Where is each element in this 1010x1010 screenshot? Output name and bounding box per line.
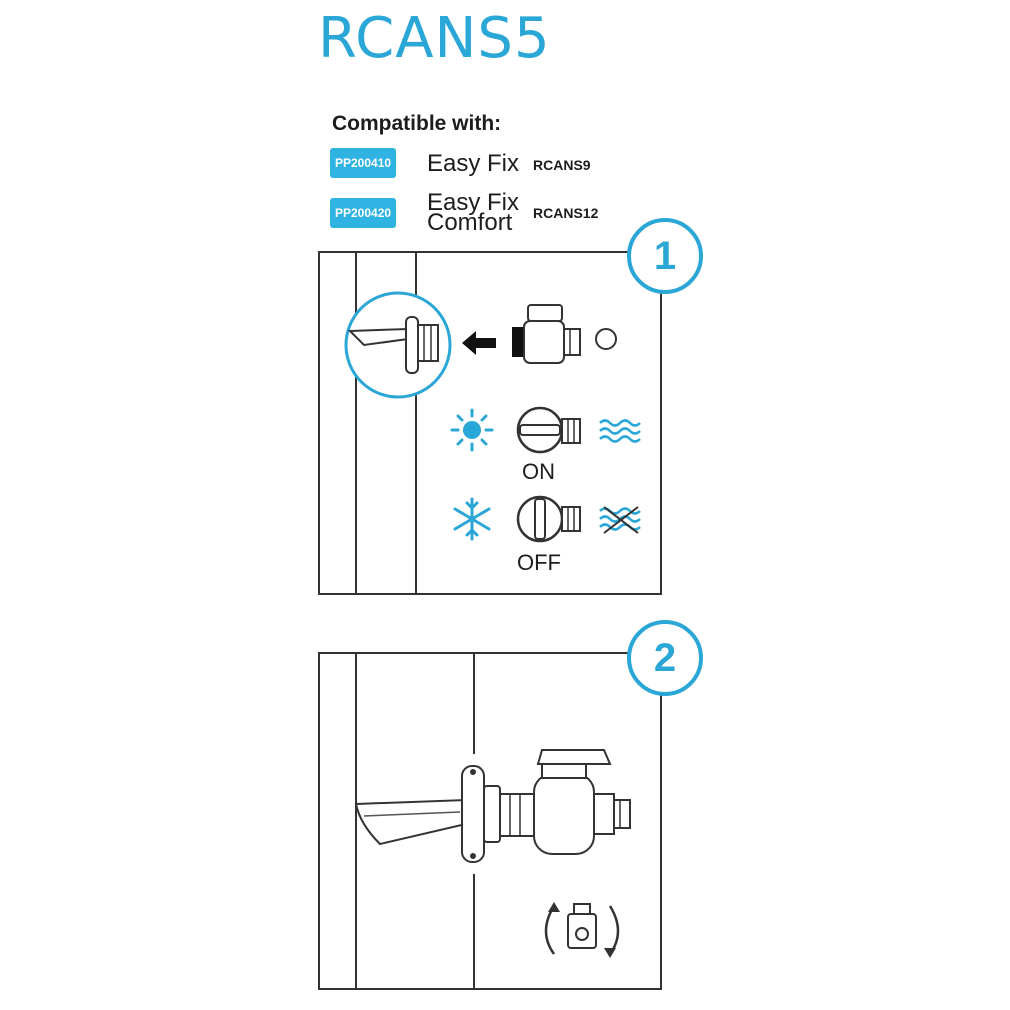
- arrow-left-icon: [462, 331, 496, 355]
- product-name: Easy Fix: [427, 189, 520, 216]
- hole-icon: [595, 328, 617, 350]
- valve-on-icon: [516, 406, 581, 454]
- step-2-panel: [318, 652, 662, 990]
- step-2-badge: 2: [627, 620, 703, 696]
- step-1-badge: 1: [627, 218, 703, 294]
- compatible-heading: Compatible with:: [332, 112, 502, 135]
- on-label: ON: [522, 459, 555, 484]
- valve-off-icon: [516, 495, 581, 543]
- water-off-icon: [599, 506, 641, 534]
- page-title: RCANS5: [318, 6, 551, 71]
- off-label: OFF: [517, 550, 561, 575]
- nozzle-detail: [344, 291, 452, 399]
- product-name: Easy Fix: [427, 150, 520, 177]
- sun-icon: [450, 408, 494, 452]
- water-waves-icon: [599, 419, 641, 443]
- product-code-badge: PP200420: [330, 198, 397, 228]
- nozzle-assembly: [354, 765, 535, 863]
- valve-icon: [533, 749, 631, 855]
- rotate-icon: [544, 902, 620, 958]
- valve-icon: [512, 304, 581, 364]
- step-1-panel: ON OFF: [318, 251, 662, 595]
- step-2-illustration: [354, 654, 631, 988]
- product-model: RCANS9: [533, 157, 591, 173]
- product-model: RCANS12: [533, 205, 599, 221]
- product-code-badge: PP200410: [330, 148, 397, 178]
- snowflake-icon: [453, 497, 491, 541]
- step-1-illustration: [344, 253, 641, 593]
- product-name-line2: Comfort: [427, 209, 513, 236]
